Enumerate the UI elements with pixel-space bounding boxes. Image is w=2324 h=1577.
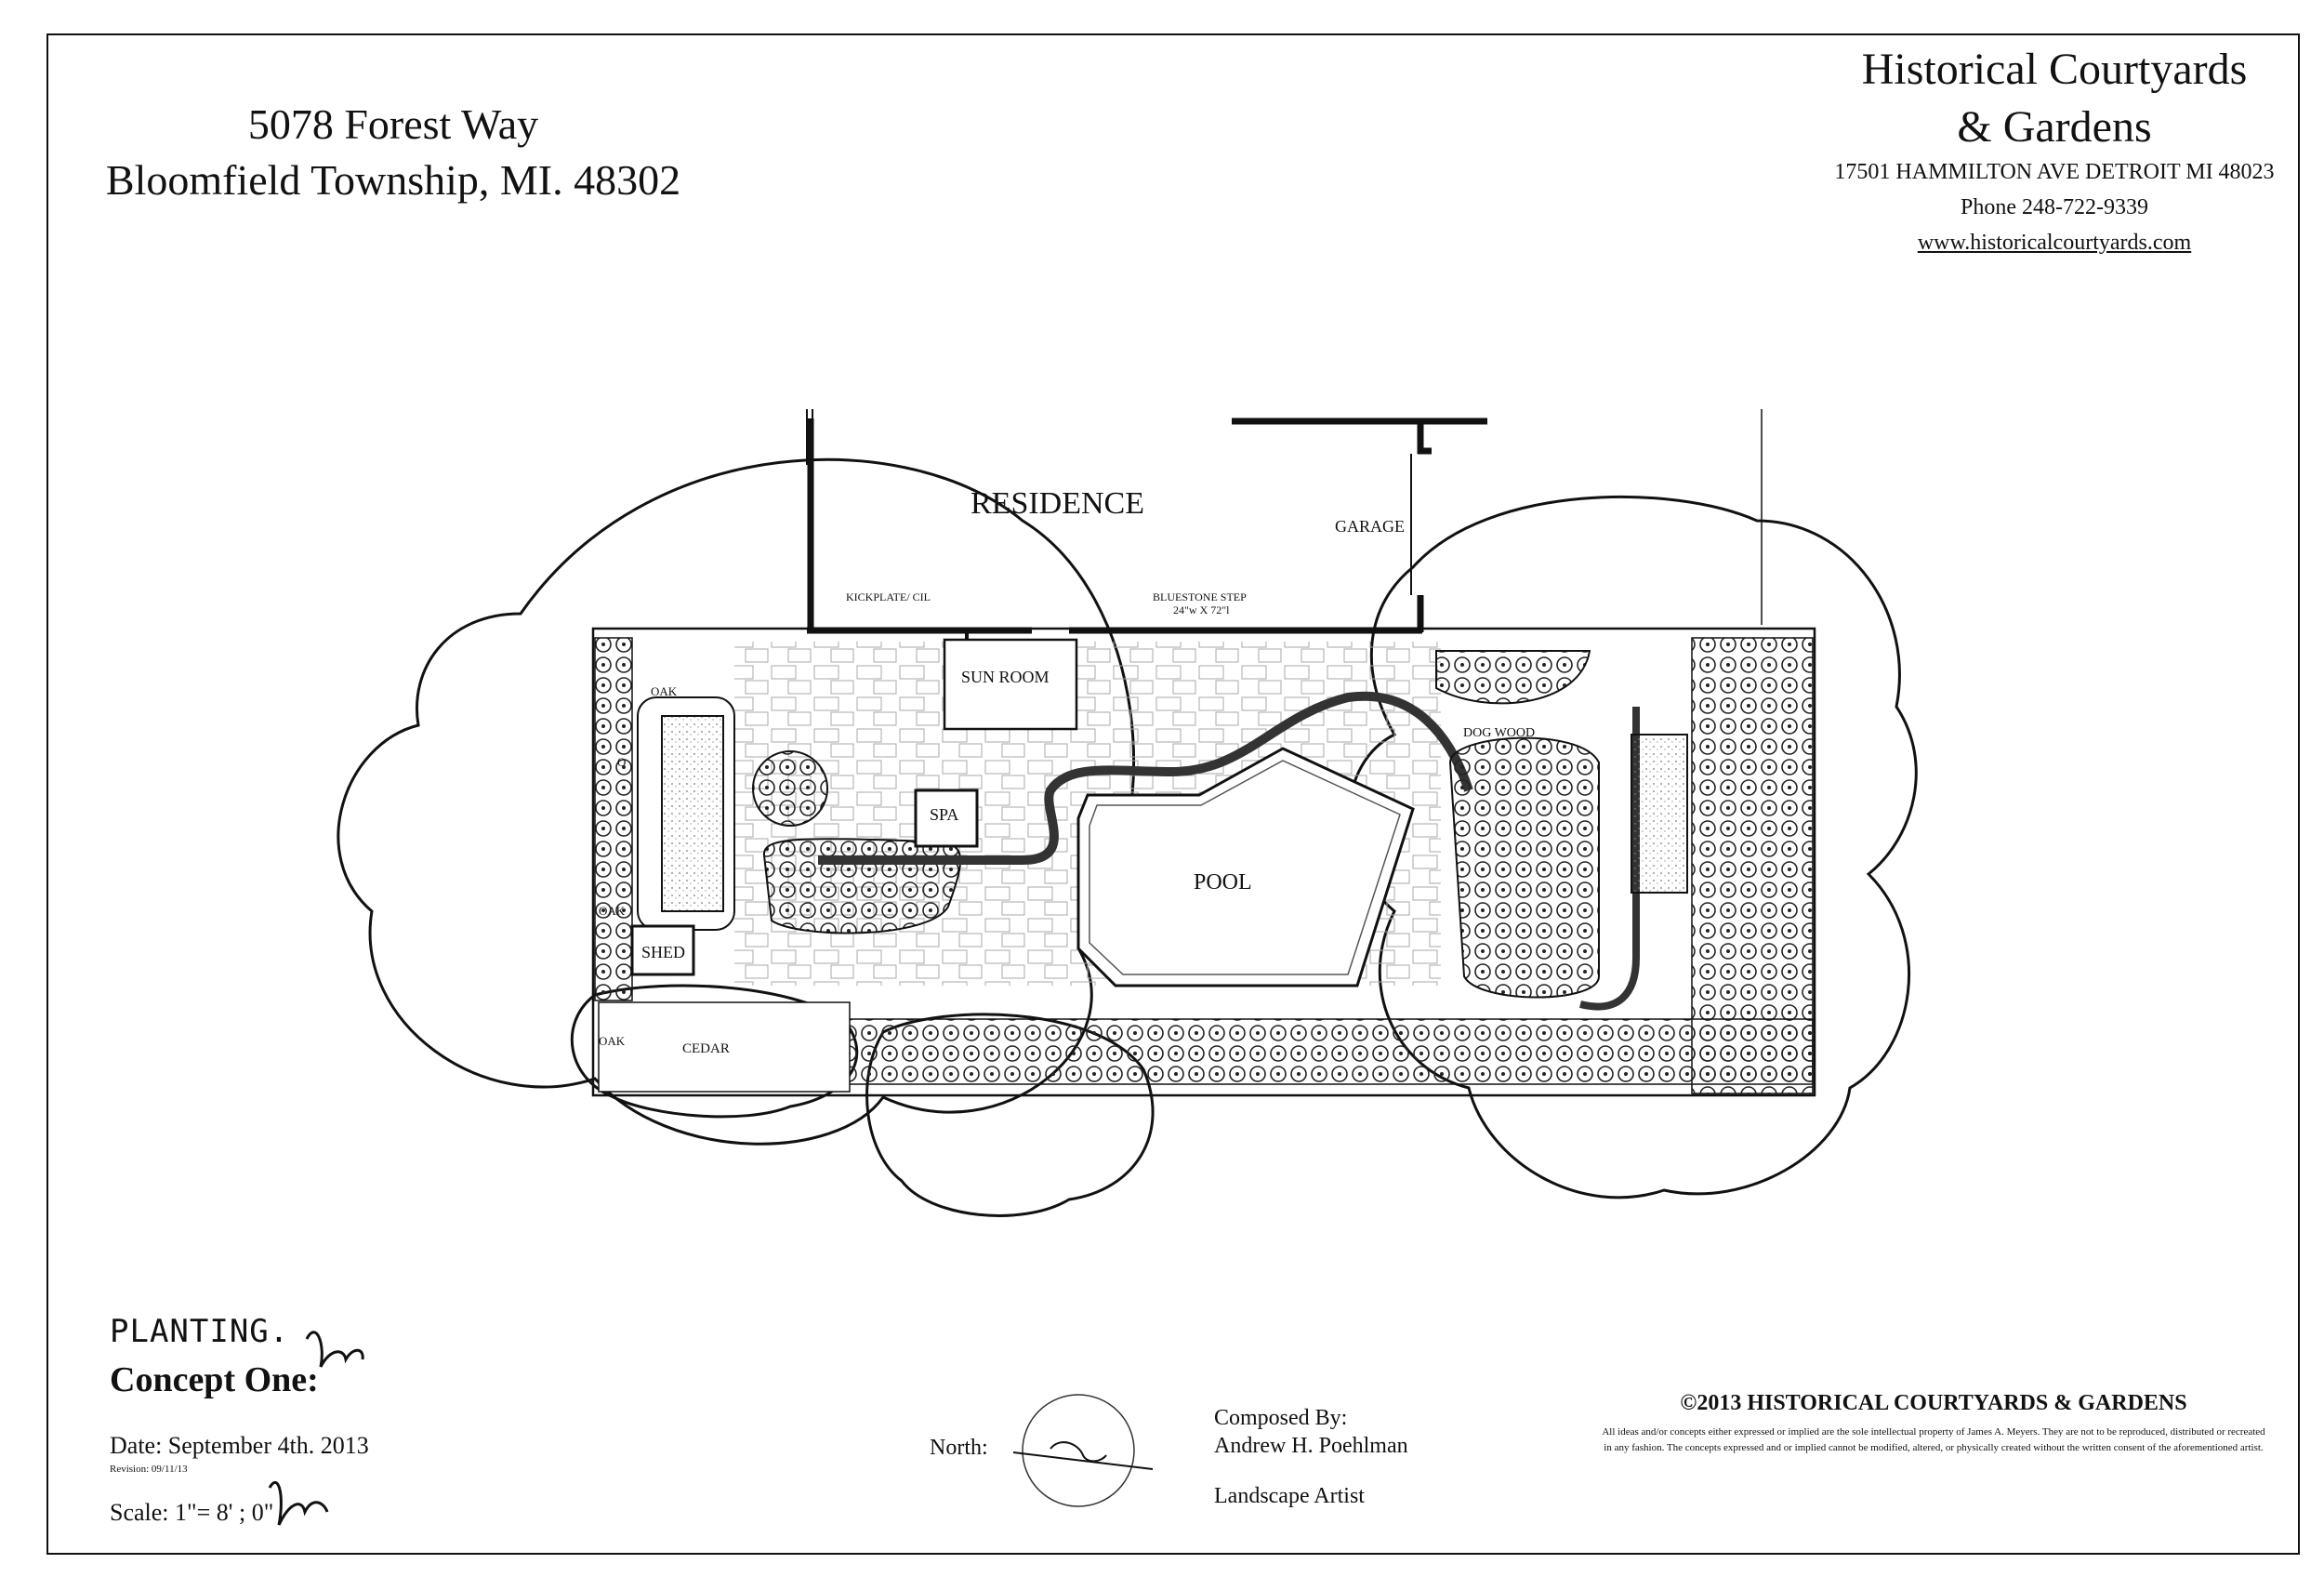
kickplate-label: KICKPLATE/ CIL — [846, 590, 931, 603]
dogwood-label: DOG WOOD — [1463, 726, 1535, 740]
oak-label-2: O — [617, 755, 626, 769]
copyright-heading: ©2013 HISTORICAL COURTYARDS & GARDENS — [1680, 1391, 2187, 1415]
pool-coping — [1089, 760, 1401, 975]
west-hedge — [594, 637, 633, 1001]
residence-walls — [806, 409, 1763, 643]
oak-label-1: OAK — [651, 684, 678, 698]
cedar-label: CEDAR — [682, 1041, 730, 1056]
site-address-line2: Bloomfield Township, MI. 48302 — [105, 156, 681, 204]
artist-role: Landscape Artist — [1214, 1484, 1365, 1508]
garage-label: GARAGE — [1335, 517, 1405, 536]
concept-title: Concept One: — [110, 1360, 319, 1399]
spa-bed — [762, 838, 961, 934]
shed-label: SHED — [641, 943, 685, 961]
plan-date: Date: September 4th. 2013 — [110, 1432, 369, 1459]
bluestone-step-label: BLUESTONE STEP — [1153, 590, 1247, 603]
signature-mark-1 — [305, 1331, 364, 1368]
spa — [914, 788, 979, 848]
sun-room — [943, 638, 1078, 731]
east-bed — [1631, 734, 1688, 894]
curved-walkway — [818, 691, 1473, 865]
patio-tree — [752, 750, 828, 827]
bluestone-dims-label: 24"w X 72"l — [1173, 603, 1230, 616]
residence-label: RESIDENCE — [971, 486, 1144, 521]
company-phone: Phone 248-722-9339 — [1961, 195, 2148, 219]
tree-canopy-west — [337, 457, 1135, 1146]
east-path — [1579, 707, 1640, 1011]
company-street: 17501 HAMMILTON AVE DETROIT MI 48023 — [1834, 160, 2275, 184]
copyright-disclaimer: All ideas and/or concepts either express… — [1602, 1426, 2265, 1453]
yard-boundary — [591, 627, 1816, 1097]
drawing-border — [46, 33, 2300, 1555]
planting-handwritten-title: PLANTING. — [110, 1313, 290, 1350]
north-label: North: — [930, 1436, 988, 1460]
composed-by-label: Composed By: — [1214, 1406, 1348, 1430]
east-planting — [1691, 637, 1814, 1094]
sun-room-label: SUN ROOM — [961, 668, 1050, 686]
oak-label-3: OAK — [599, 904, 626, 918]
garage-bed — [1435, 650, 1591, 705]
north-arrow-icon — [1012, 1394, 1154, 1507]
company-website: www.historicalcourtyards.com — [1917, 231, 2192, 255]
signature-mark-2 — [268, 1480, 329, 1526]
shed — [630, 924, 695, 976]
pool — [1076, 747, 1415, 987]
cedar-bed — [598, 1001, 851, 1093]
company-name-line2: & Gardens — [1957, 102, 2152, 152]
artist-name: Andrew H. Poehlman — [1214, 1434, 1408, 1458]
dogwood-bed — [1448, 736, 1600, 999]
cedar-canopy — [570, 984, 859, 1119]
plan-scale: Scale: 1"= 8' ; 0" — [110, 1499, 274, 1526]
plan-revision: Revision: 09/11/13 — [110, 1464, 188, 1475]
company-name-line1: Historical Courtyards — [1861, 45, 2248, 94]
spa-label: SPA — [930, 805, 958, 824]
west-bed — [661, 715, 724, 912]
oak-label-4: OAK — [599, 1034, 626, 1048]
site-address-line1: 5078 Forest Way — [247, 100, 539, 148]
pool-label: POOL — [1194, 870, 1252, 895]
